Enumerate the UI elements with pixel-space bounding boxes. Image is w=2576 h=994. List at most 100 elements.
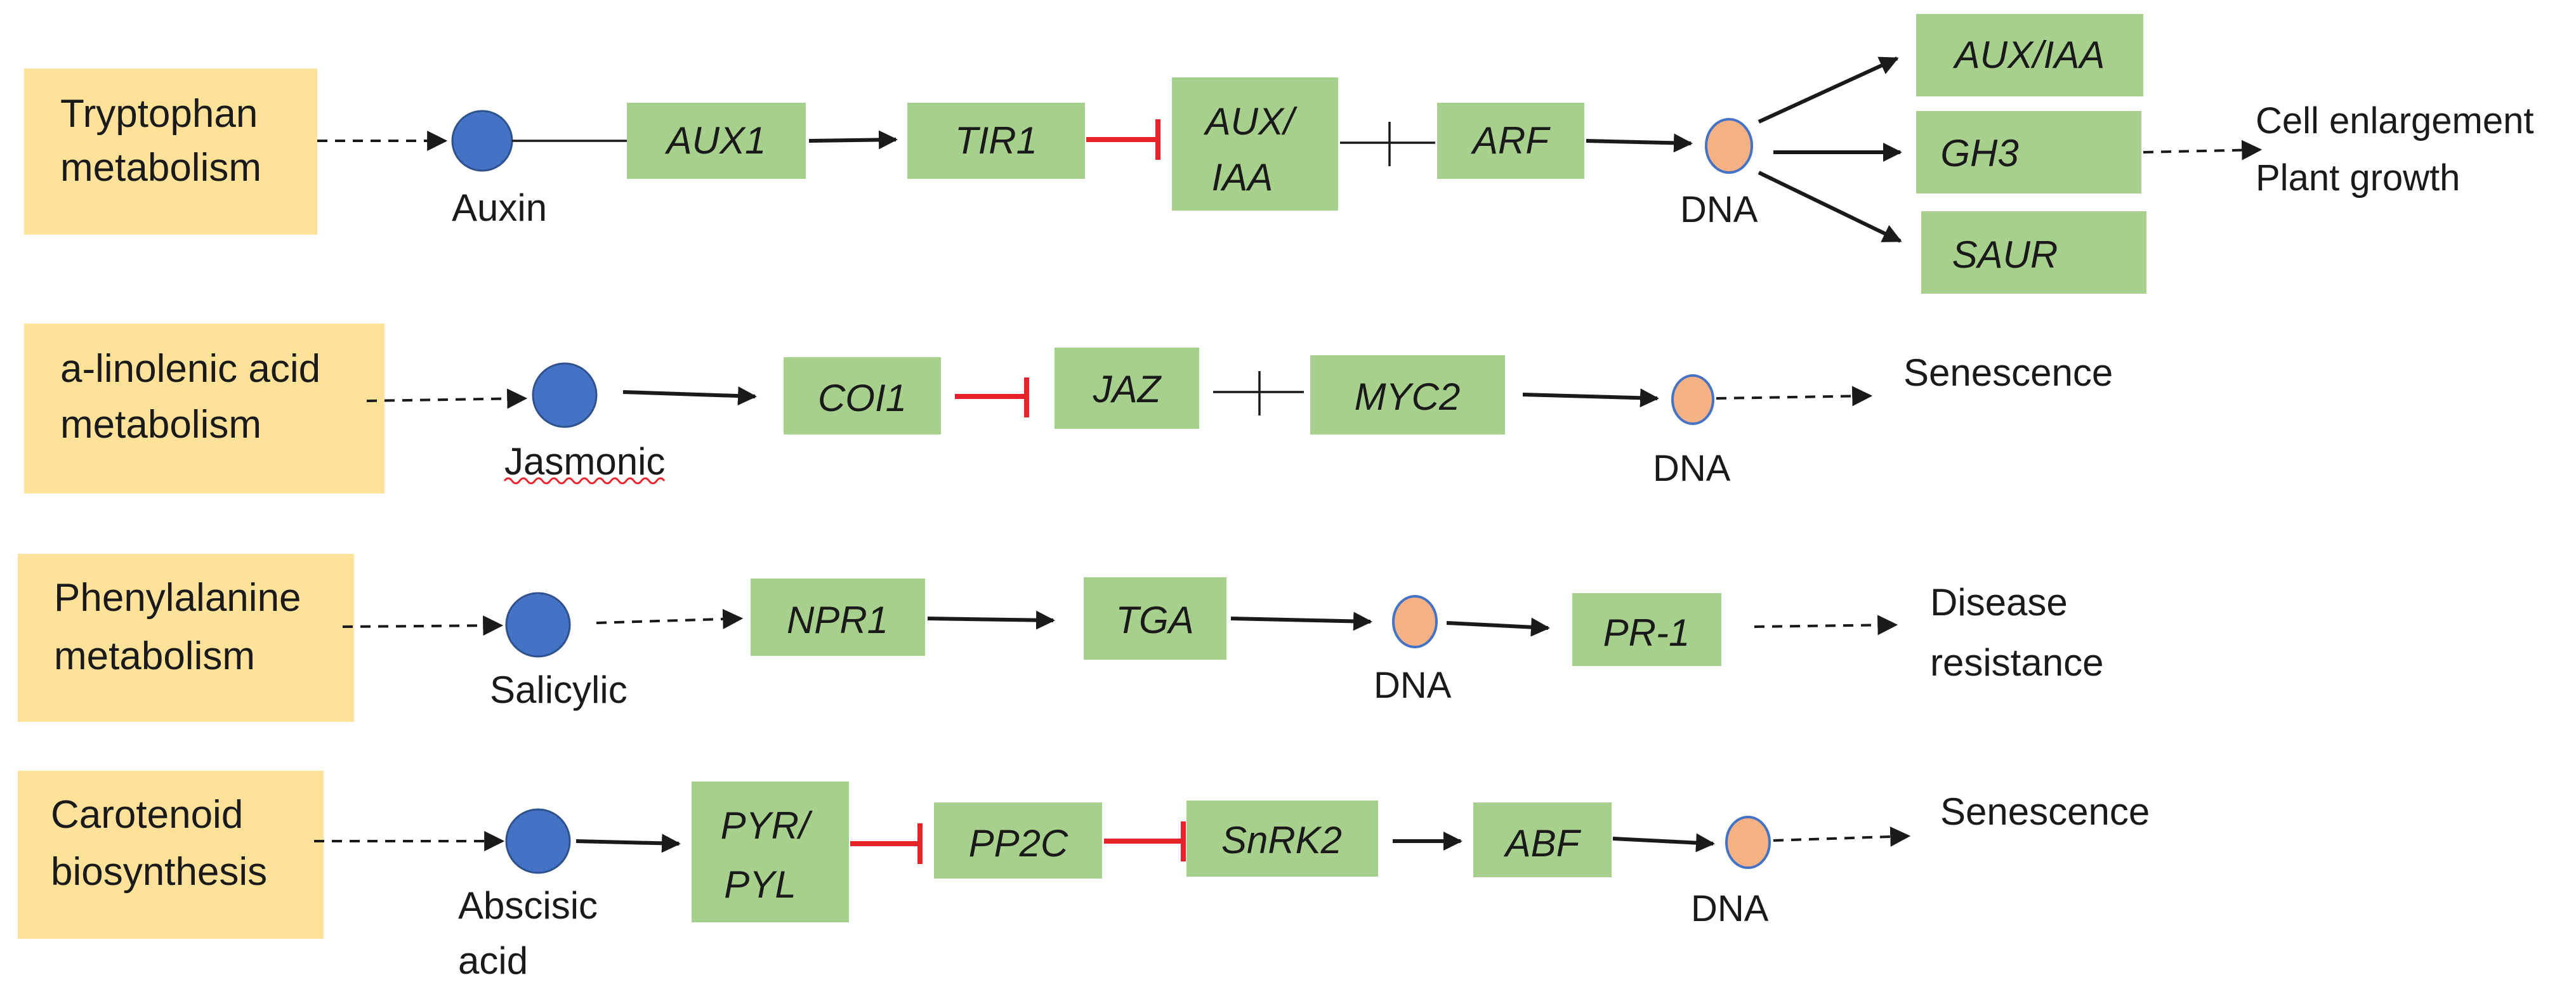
arf-label: ARF [1471,119,1551,162]
disease-label: Disease [1930,581,2068,624]
myc2-gene-box [1310,355,1505,435]
salicylic-pathway: Phenylalanine metabolism Salicylic NPR1 … [18,554,2103,722]
arrow-abf-to-dna [1612,833,1715,853]
carotenoid-biosynthesis-box [18,771,324,939]
dna-label-salicylic: DNA [1374,665,1452,706]
dna-node-salicylic [1392,595,1438,648]
abf-gene-box [1473,802,1612,877]
dna-node-abscisic [1725,816,1771,869]
svg-text:Carotenoid biosynthesis: Carotenoid biosynthesis [51,793,267,894]
npr1-gene-box [751,579,925,656]
aux-iaa-label-1: AUX/ [1204,100,1298,143]
pp2c-label: PP2C [969,822,1068,865]
arrow-salicylic-to-npr1 [596,608,744,629]
tryptophan-metabolism-label-2: metabolism [60,146,261,190]
pp2c-gene-box [934,802,1102,879]
pyr-pyl-label-2: PYL [724,863,796,906]
coi1-gene-box [784,357,941,435]
aux1-label: AUX1 [665,119,766,162]
arrow-myc2-to-dna [1522,388,1659,408]
auxin-label: Auxin [452,186,547,229]
dna-node-jasmonic [1671,374,1714,425]
phenylalanine-metabolism-label-1: Phenylalanine [54,576,301,620]
arrow-abscisic-to-pyr-pyl [575,834,681,853]
jasmonic-pathway: a-linolenic acid metabolism Jasmonic COI… [24,324,2113,494]
svg-text:Phenylalanine metabolism: Phenylalanine metabolism [54,576,312,678]
snrk2-label: SnRK2 [1221,819,1342,861]
svg-text:AUX/ IAA: AUX/ IAA [1204,100,1305,199]
arrow-dna-to-senescence-jasmonic [1716,386,1873,407]
tga-gene-box [1084,577,1226,660]
spellcheck-squiggle [503,477,666,485]
abscisic-pathway: Carotenoid biosynthesis Abscisic acid PY… [18,771,2150,982]
carotenoid-biosynthesis-label-2: biosynthesis [51,850,267,894]
myc2-label: MYC2 [1355,376,1461,418]
pr1-gene-box [1572,593,1721,666]
arrow-dna-to-pr1 [1446,617,1550,637]
jasmonic-label: Jasmonic [504,440,665,483]
jaz-gene-box [1055,348,1199,429]
abscisic-label-2: acid [458,939,528,982]
aux-iaa-label-2: IAA [1212,156,1273,199]
abf-label: ABF [1504,822,1582,865]
gh3-label: GH3 [1940,132,2018,174]
arrow-gh3-to-outcome [2143,140,2263,160]
pyr-pyl-gene-box [692,781,849,922]
senescence-label-abscisic: Senescence [1940,790,2150,833]
arf-gene-box [1437,103,1584,179]
dna-label-jasmonic: DNA [1653,448,1731,489]
linolenic-metabolism-label-2: metabolism [60,403,261,447]
tir1-gene-box [907,103,1085,179]
svg-text:Disease resistance: Disease resistance [1930,581,2103,684]
senescence-label-jasmonic: Senescence [1903,351,2113,394]
cell-enlargement-label: Cell enlargement [2256,100,2533,141]
arrow-dna-to-aux-iaa-target [1758,56,1899,124]
abscisic-label-1: Abscisic [458,884,598,927]
saur-gene-box [1921,211,2146,294]
tryptophan-metabolism-label-1: Tryptophan [60,92,258,136]
npr1-label: NPR1 [787,599,888,641]
abscisic-hormone-node [505,808,571,874]
arrow-aux1-to-tir1 [808,130,898,150]
arrow-linolenic-to-jasmonic [366,388,528,409]
jasmonic-hormone-node [532,362,598,428]
snrk2-gene-box [1186,801,1378,877]
pyr-pyl-label-1: PYR/ [721,804,813,847]
dna-node-auxin [1705,118,1753,174]
aux-iaa-gene-box [1172,77,1338,211]
phenylalanine-metabolism-box [18,554,354,722]
aux-iaa-target-label: AUX/IAA [1953,34,2105,76]
aux-iaa-target-box [1916,14,2143,96]
auxin-hormone-node [451,110,513,172]
gh3-gene-box [1916,111,2141,193]
pr1-label: PR-1 [1603,611,1690,654]
auxin-pathway: Tryptophan metabolism Auxin AUX1 TIR1 AU… [24,14,2544,294]
svg-text:a-linolenic acid metabol: a-linolenic acid metabolism [60,347,331,447]
salicylic-hormone-node [505,592,571,658]
arrow-jasmonic-to-coi1 [622,386,757,406]
arrow-pr1-to-disease-resistance [1754,615,1898,636]
linolenic-metabolism-box [24,324,384,494]
saur-label: SAUR [1952,233,2058,276]
tga-label: TGA [1115,599,1193,641]
arrow-phenylalanine-to-salicylic [342,615,504,636]
dna-label-auxin: DNA [1680,189,1758,230]
plant-growth-label: Plant growth [2256,157,2460,199]
svg-text:Tryptophan metabolism: Tryptophan metabolism [60,92,269,190]
arrow-dna-to-saur [1758,171,1902,243]
salicylic-label: Salicylic [490,669,628,711]
tryptophan-metabolism-box [24,69,317,235]
arrow-npr1-to-tga [927,610,1055,630]
svg-text:PYR/ PYL: PYR/ PYL [721,804,820,906]
dna-label-abscisic: DNA [1691,888,1769,929]
jaz-label: JAZ [1093,368,1162,410]
svg-text:Cell enlargement Plant g: Cell enlargement Plant growth [2256,100,2544,199]
aux1-gene-box [627,103,806,179]
linolenic-metabolism-label-1: a-linolenic acid [60,347,320,391]
coi1-label: COI1 [818,377,907,419]
resistance-label: resistance [1930,641,2103,684]
arrow-dna-to-senescence-abscisic [1773,826,1911,847]
phenylalanine-metabolism-label-2: metabolism [54,634,255,678]
arrow-arf-to-dna [1586,133,1693,153]
